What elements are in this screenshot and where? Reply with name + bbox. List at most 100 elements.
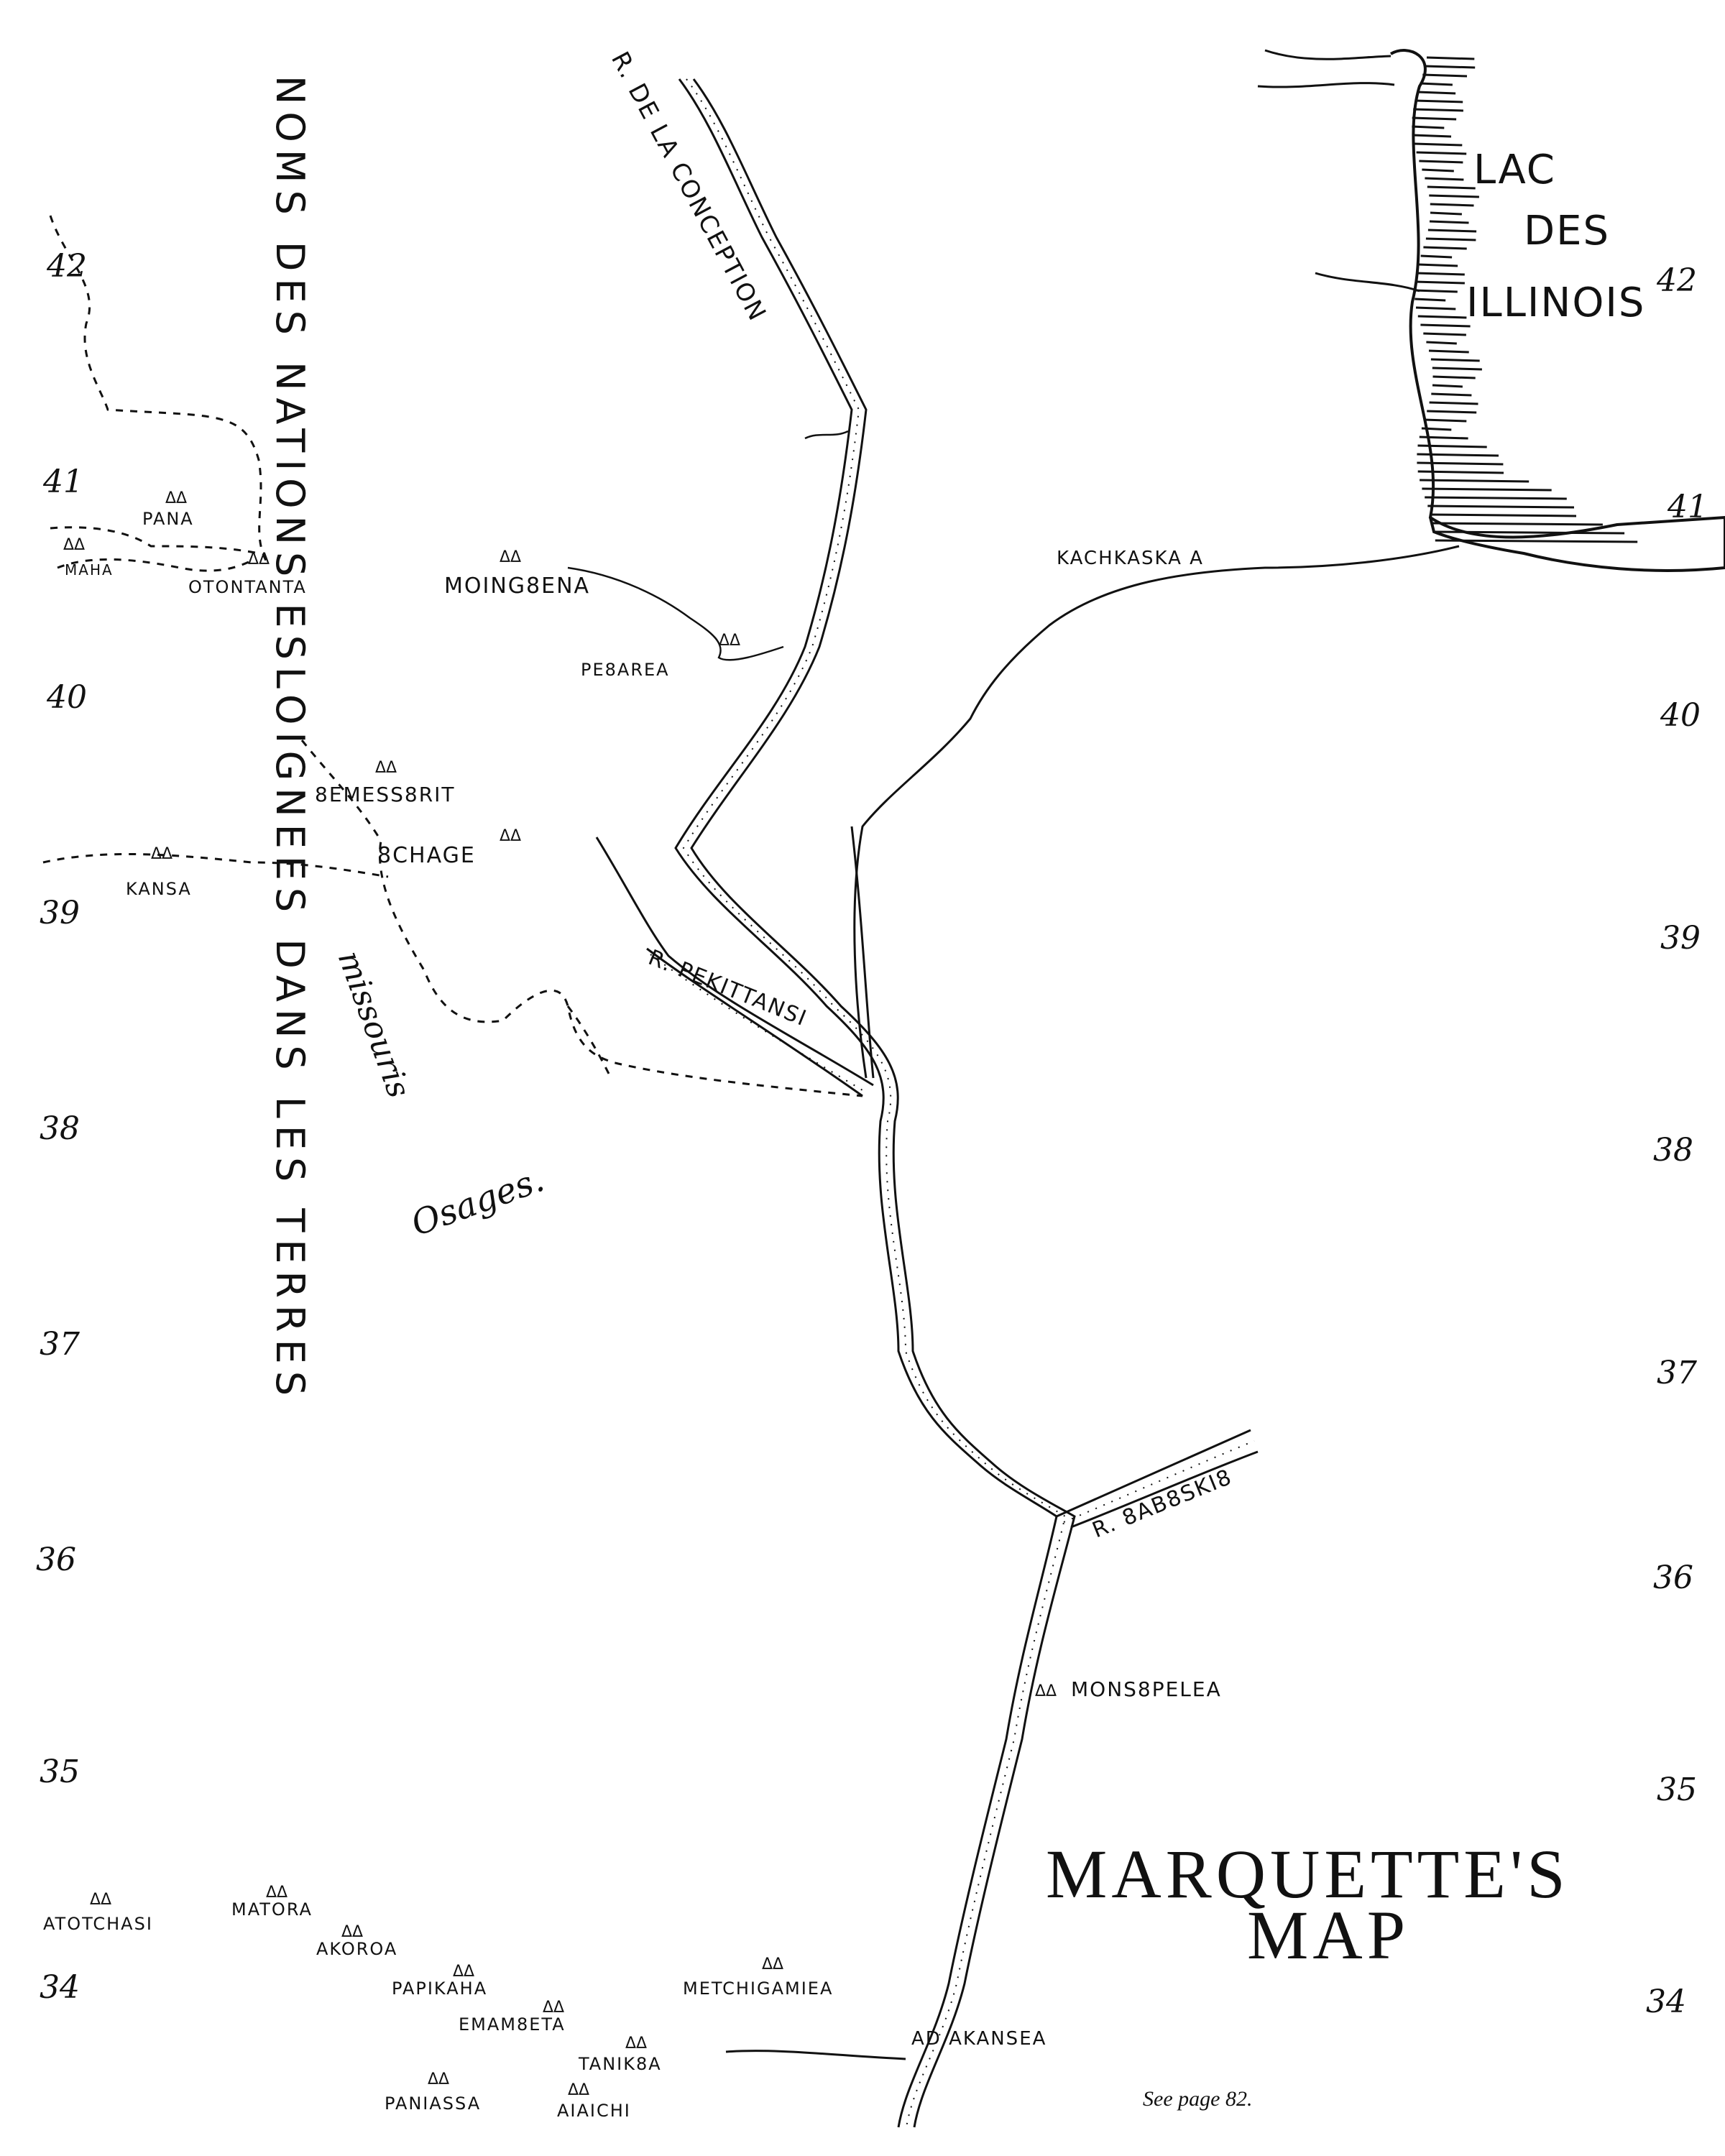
lake-hatch-line — [1417, 453, 1499, 457]
lake-hatch-line — [1414, 280, 1465, 285]
village-label-akansea: AD AKANSEA — [911, 2028, 1046, 2050]
village-label-monsoupelea: MONS8PELEA — [1071, 1677, 1222, 1701]
lake-hatch-line — [1417, 315, 1467, 319]
lake-hatch-line — [1432, 367, 1482, 371]
lake-hatch-line — [1420, 479, 1530, 483]
lat-right-37: 37 — [1657, 1355, 1697, 1391]
lake-hatch-line — [1425, 237, 1476, 241]
village-label-emamoueta: EMAM8ETA — [459, 2014, 566, 2035]
lake-hatch-line — [1417, 461, 1504, 466]
village-glyph-messorit: ΔΔ — [375, 759, 397, 777]
lake-hatch-line — [1431, 392, 1472, 397]
lake-hatch-line — [1422, 168, 1454, 172]
village-markers: ΔΔ ΔΔ ΔΔ ΔΔ ΔΔ ΔΔ ΔΔ ΔΔ ΔΔ ΔΔ ΔΔ ΔΔ ΔΔ Δ… — [63, 489, 1057, 2099]
lat-right-35: 35 — [1657, 1772, 1697, 1808]
village-label-maha: MAHA — [65, 561, 114, 579]
river-moingwena — [567, 566, 784, 661]
river-pekittanoui — [595, 837, 874, 1097]
lake-hatch-line — [1417, 444, 1487, 448]
river-label-conception: R. DE LA CONCEPTION — [605, 47, 772, 326]
village-glyph-emamoueta: ΔΔ — [543, 1999, 564, 2017]
lake-hatch-line — [1415, 306, 1456, 310]
lat-right-41: 41 — [1667, 489, 1708, 525]
village-label-messorit: 8EMESS8RIT — [315, 783, 456, 806]
lat-right-34: 34 — [1646, 1984, 1686, 2020]
lake-hatch-line — [1425, 496, 1567, 500]
lake-hatch-line — [1430, 203, 1474, 207]
dashed-trails — [42, 215, 863, 1097]
village-glyph-pana: ΔΔ — [165, 489, 187, 507]
village-glyph-atotchasi: ΔΔ — [90, 1891, 111, 1909]
lake-hatch-line — [1412, 116, 1457, 121]
lake-hatch-line — [1430, 358, 1480, 362]
village-label-moingwena: MOING8ENA — [444, 573, 590, 599]
village-glyph-metchigamiea: ΔΔ — [762, 1955, 783, 1973]
village-glyph-maha: ΔΔ — [63, 536, 85, 554]
village-label-metchigamiea: METCHIGAMIEA — [683, 1978, 833, 1999]
lake-hatch-line — [1423, 332, 1466, 336]
village-glyph-monsoupelea: ΔΔ — [1035, 1682, 1057, 1700]
lake-hatch-line — [1422, 487, 1552, 492]
river-label-kachkaska: KACHKASKA A — [1057, 548, 1204, 569]
lake-hatch-line — [1426, 56, 1475, 60]
village-glyph-pewarea: ΔΔ — [719, 632, 740, 650]
river-ouabouskiou — [1056, 1429, 1259, 1529]
lat-left-35: 35 — [40, 1754, 80, 1790]
lat-left-41: 41 — [42, 464, 83, 500]
map-title-line2: MAP — [1247, 1897, 1409, 1973]
lake-hatch-line — [1417, 470, 1504, 474]
river-mississippi — [674, 78, 1076, 2128]
village-glyph-ouchage: ΔΔ — [500, 827, 521, 845]
lake-hatch-line — [1429, 401, 1478, 405]
lake-hatch-line — [1425, 177, 1464, 181]
lake-hatch-line — [1430, 211, 1462, 216]
arkansas-end — [725, 2050, 906, 2060]
lake-hatch-line — [1420, 82, 1453, 86]
village-label-akoroa: AKOROA — [316, 1939, 397, 1959]
latitudes-right: 42 41 40 39 38 37 36 35 34 — [1646, 262, 1708, 2020]
village-labels: PANA MAHA OTONTANTA MOING8ENA PE8AREA 8E… — [43, 509, 1222, 2121]
village-label-atotchasi: ATOTCHASI — [43, 1914, 153, 1934]
lat-left-36: 36 — [36, 1542, 76, 1578]
village-glyph-papikaha: ΔΔ — [453, 1963, 474, 1981]
lake-hatch-line — [1427, 229, 1477, 233]
lat-right-36: 36 — [1653, 1560, 1693, 1596]
lake-hatch-line — [1417, 91, 1456, 95]
village-glyph-moingwena: ΔΔ — [500, 548, 521, 566]
lake-hatch-line — [1418, 263, 1458, 267]
lake-hatch-line — [1416, 151, 1467, 155]
lake-hatch-line — [1423, 246, 1467, 250]
village-glyph-kansa: ΔΔ — [151, 845, 172, 863]
village-glyph-tanikoua: ΔΔ — [625, 2035, 647, 2053]
lake-hatch-line — [1421, 427, 1452, 431]
lat-left-42: 42 — [46, 248, 87, 285]
page-caption: See page 82. — [1143, 2087, 1252, 2111]
lat-left-40: 40 — [46, 679, 87, 716]
lat-left-37: 37 — [40, 1326, 80, 1363]
river-kachkaska — [850, 545, 1460, 1079]
village-glyph-akoroa: ΔΔ — [341, 1923, 363, 1941]
village-label-matora: MATORA — [231, 1899, 313, 1920]
village-glyph-otontanta: ΔΔ — [248, 550, 270, 568]
label-missouris: missouris — [331, 946, 418, 1102]
village-label-pana: PANA — [142, 509, 194, 529]
lake-hatch-line — [1429, 194, 1479, 198]
village-label-pewarea: PE8AREA — [581, 660, 670, 680]
lake-hatch-line — [1425, 65, 1476, 69]
lake-hatch-line — [1432, 522, 1603, 526]
lake-hatch-line — [1427, 185, 1476, 190]
lake-hatch-line — [1427, 410, 1477, 414]
lake-hatch-line — [1420, 254, 1453, 259]
lake-hatch-line — [1419, 436, 1468, 440]
lake-hatch-line — [1426, 341, 1457, 345]
lake-hatch-line — [1430, 513, 1577, 517]
lake-hatch-line — [1427, 505, 1575, 509]
lake-hatch-line — [1432, 384, 1463, 388]
lake-hatch-line — [1434, 530, 1625, 535]
village-label-kansa: KANSA — [126, 879, 192, 899]
lake-hatch-line — [1429, 220, 1469, 224]
lake-hatch-line — [1424, 418, 1467, 423]
lat-right-40: 40 — [1660, 697, 1701, 734]
lake-illinois — [1257, 49, 1725, 572]
lat-left-34: 34 — [40, 1969, 80, 2006]
